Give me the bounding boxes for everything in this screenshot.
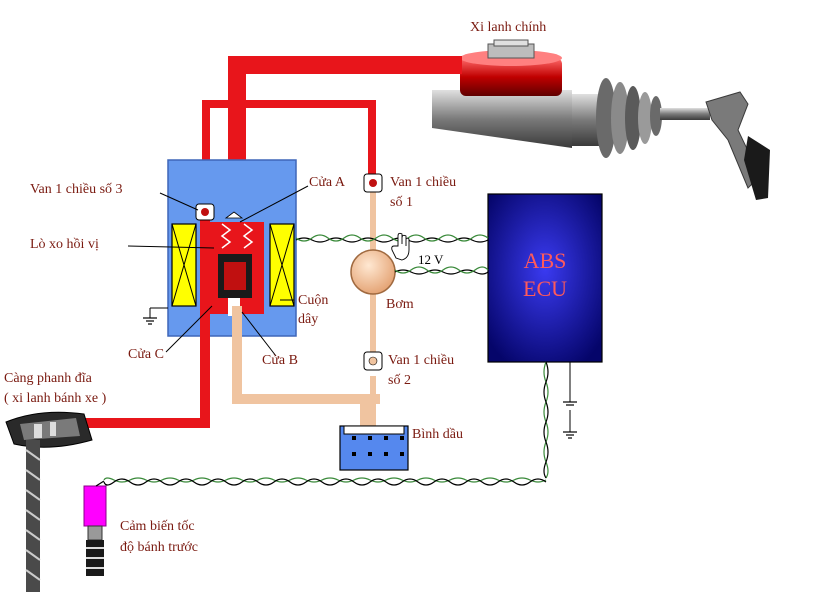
ecu-label-1: ABS xyxy=(524,248,567,273)
master-cylinder-body xyxy=(432,90,572,148)
label-port-a: Cửa A xyxy=(309,175,346,190)
label-voltage: 12 V xyxy=(418,252,444,267)
hand-cursor-icon xyxy=(391,232,410,261)
label-sensor-1: Cảm biến tốc xyxy=(120,519,195,534)
solenoid-valve xyxy=(143,159,297,337)
label-port-c: Cửa C xyxy=(128,347,164,362)
label-port-b: Cửa B xyxy=(262,353,298,368)
label-check-valve-3: Van 1 chiều số 3 xyxy=(30,182,123,197)
pump xyxy=(350,249,396,295)
abs-ecu: ABS ECU xyxy=(487,193,603,439)
pedal-pad xyxy=(744,136,770,200)
label-return-spring: Lò xo hồi vị xyxy=(30,237,99,252)
leader-lines xyxy=(127,185,309,357)
return-spring xyxy=(220,223,232,249)
check-valve-2 xyxy=(363,351,383,371)
check-valve-3 xyxy=(195,203,215,221)
label-sensor-2: độ bánh trước xyxy=(120,540,198,555)
master-cylinder-assembly xyxy=(432,39,770,200)
label-check-valve-2-a: Van 1 chiều xyxy=(388,353,454,368)
ecu-label-2: ECU xyxy=(523,276,567,301)
fluid-reservoir xyxy=(339,425,409,471)
signal-wires xyxy=(95,234,549,487)
master-cylinder-reservoir xyxy=(460,58,562,96)
label-check-valve-1-b: số 1 xyxy=(390,195,413,210)
label-caliper-2: ( xi lanh bánh xe ) xyxy=(4,391,107,406)
label-master-cylinder: Xi lanh chính xyxy=(470,20,546,35)
check-valve-1 xyxy=(363,173,383,193)
label-coil-1: Cuộn xyxy=(298,293,328,308)
label-pump: Bơm xyxy=(386,297,414,312)
label-caliper-1: Càng phanh đĩa xyxy=(4,371,93,386)
label-check-valve-1-a: Van 1 chiều xyxy=(390,175,456,190)
label-coil-2: dây xyxy=(298,312,318,327)
brake-caliper xyxy=(5,411,93,592)
label-reservoir: Bình dầu xyxy=(412,427,463,442)
wheel-speed-sensor xyxy=(83,485,107,576)
label-check-valve-2-b: số 2 xyxy=(388,373,411,388)
